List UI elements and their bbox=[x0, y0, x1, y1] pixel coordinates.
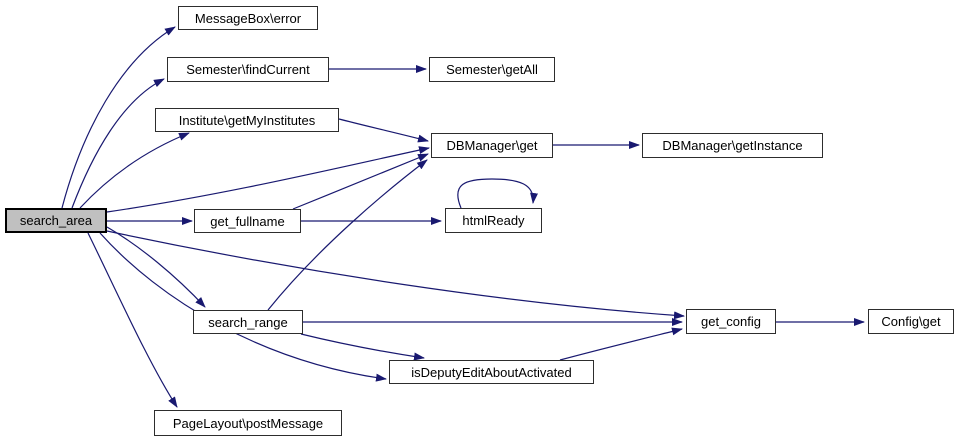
edge-institute_getmyinstitutes-to-dbmanager_get bbox=[338, 118, 429, 143]
node-get_fullname[interactable]: get_fullname bbox=[194, 209, 301, 233]
node-dbmanager_get[interactable]: DBManager\get bbox=[431, 133, 553, 158]
node-isdeputyeditaboutactivated[interactable]: isDeputyEditAboutActivated bbox=[389, 360, 594, 384]
edge-search_area-to-institute_getmyinstitutes bbox=[79, 132, 190, 209]
node-htmlready[interactable]: htmlReady bbox=[445, 208, 542, 233]
node-semester_getall[interactable]: Semester\getAll bbox=[429, 57, 555, 82]
edge-search_area-to-get_config bbox=[106, 230, 685, 320]
edge-get_fullname-to-dbmanager_get bbox=[292, 153, 429, 210]
edge-search_range-to-dbmanager_get bbox=[267, 159, 428, 311]
node-search_area: search_area bbox=[5, 208, 107, 233]
edge-search_area-to-messagebox_error bbox=[61, 26, 176, 209]
node-search_range[interactable]: search_range bbox=[193, 310, 303, 334]
node-institute_getmyinstitutes[interactable]: Institute\getMyInstitutes bbox=[155, 108, 339, 132]
edge-search_area-to-search_range bbox=[106, 226, 206, 308]
node-config_get[interactable]: Config\get bbox=[868, 309, 954, 334]
edge-htmlready-to-htmlready bbox=[457, 178, 539, 209]
node-pagelayout_postmessage[interactable]: PageLayout\postMessage bbox=[154, 410, 342, 436]
node-dbmanager_getinstance[interactable]: DBManager\getInstance bbox=[642, 133, 823, 158]
edge-search_area-to-pagelayout_postmessage bbox=[87, 232, 178, 408]
edge-search_area-to-isdeputyeditaboutactivated bbox=[99, 232, 387, 382]
node-messagebox_error[interactable]: MessageBox\error bbox=[178, 6, 318, 30]
node-semester_findcurrent[interactable]: Semester\findCurrent bbox=[167, 57, 329, 82]
edge-search_area-to-semester_findcurrent bbox=[71, 78, 165, 209]
edge-search_range-to-isdeputyeditaboutactivated bbox=[300, 333, 425, 361]
node-get_config[interactable]: get_config bbox=[686, 309, 776, 334]
edge-search_area-to-dbmanager_get bbox=[106, 146, 430, 213]
edge-isdeputyeditaboutactivated-to-get_config bbox=[559, 327, 683, 361]
